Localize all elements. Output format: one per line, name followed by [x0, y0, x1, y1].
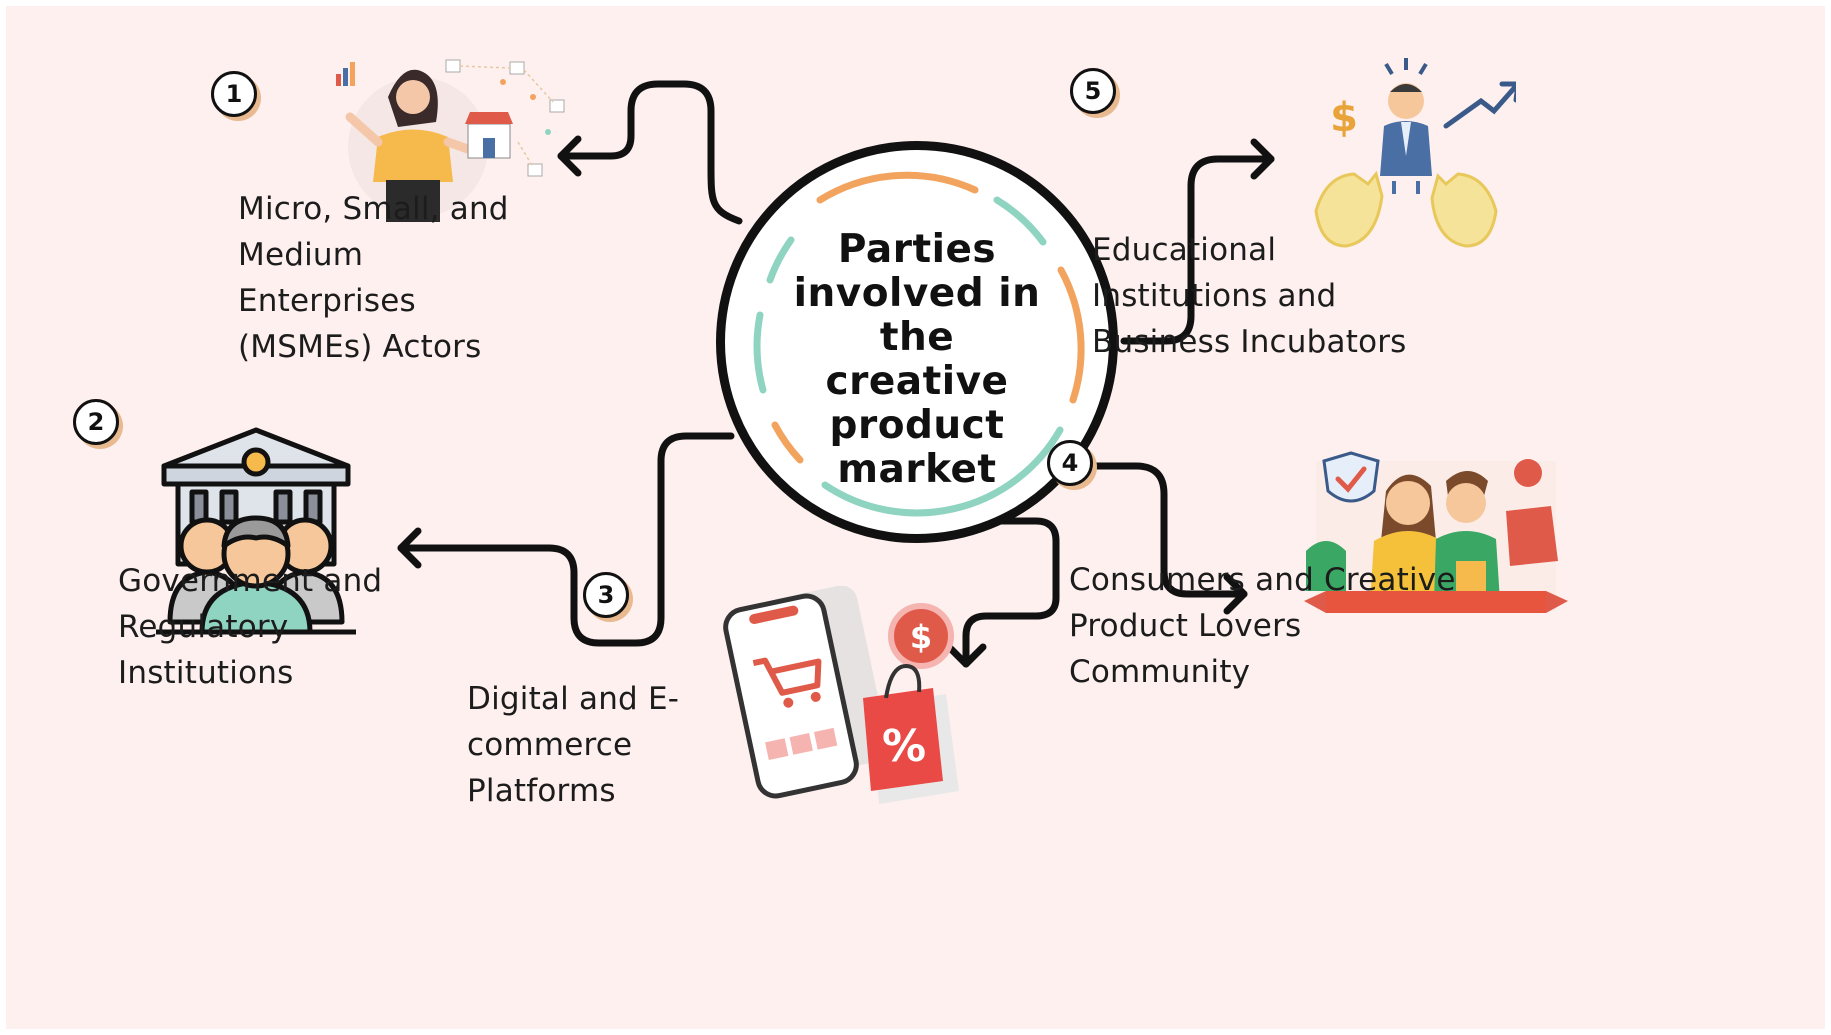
- connector-1: [557, 80, 743, 225]
- center-title: Parties involved in the creative product…: [793, 227, 1041, 492]
- businessman-hatching-egg-icon: $: [1314, 58, 1516, 248]
- badge-1: 1: [211, 71, 257, 117]
- svg-text:$: $: [1330, 95, 1358, 141]
- arrowhead-5: [1250, 138, 1275, 180]
- label-digital-platforms: Digital and E- commerce Platforms: [467, 681, 680, 809]
- connector-5: [1120, 155, 1275, 345]
- label-government: Government and Regulatory Institutions: [118, 563, 383, 691]
- center-ring-decoration: [753, 171, 1085, 517]
- smartphone-shopping-icon: $ %: [723, 586, 959, 804]
- government-building-people-icon: [156, 427, 356, 635]
- label-consumers: Consumers and Creative Product Lovers Co…: [1069, 562, 1456, 690]
- label-msme-actors: Micro, Small, and Medium Enterprises (MS…: [238, 191, 509, 365]
- diagram-canvas: Parties involved in the creative product…: [6, 6, 1825, 1029]
- svg-text:%: %: [882, 721, 926, 772]
- badge-4: 4: [1047, 440, 1093, 486]
- couple-shopping-icon: [1304, 451, 1568, 613]
- connector-4: [1077, 462, 1248, 598]
- badge-2: 2: [73, 399, 119, 445]
- connector-2: [397, 432, 735, 647]
- connector-3: [962, 517, 1060, 668]
- label-educational-institutions: Educational Institutions and Business In…: [1092, 232, 1407, 360]
- svg-text:$: $: [910, 618, 932, 656]
- connector-lines: [397, 80, 1275, 668]
- arrowhead-4: [1223, 573, 1248, 615]
- arrowhead-1: [557, 135, 582, 177]
- arrowhead-3: [945, 643, 987, 668]
- arrowhead-2: [397, 527, 422, 569]
- woman-presenting-shop-icon: [336, 59, 565, 222]
- badge-3: 3: [583, 572, 629, 618]
- badge-5: 5: [1070, 68, 1116, 114]
